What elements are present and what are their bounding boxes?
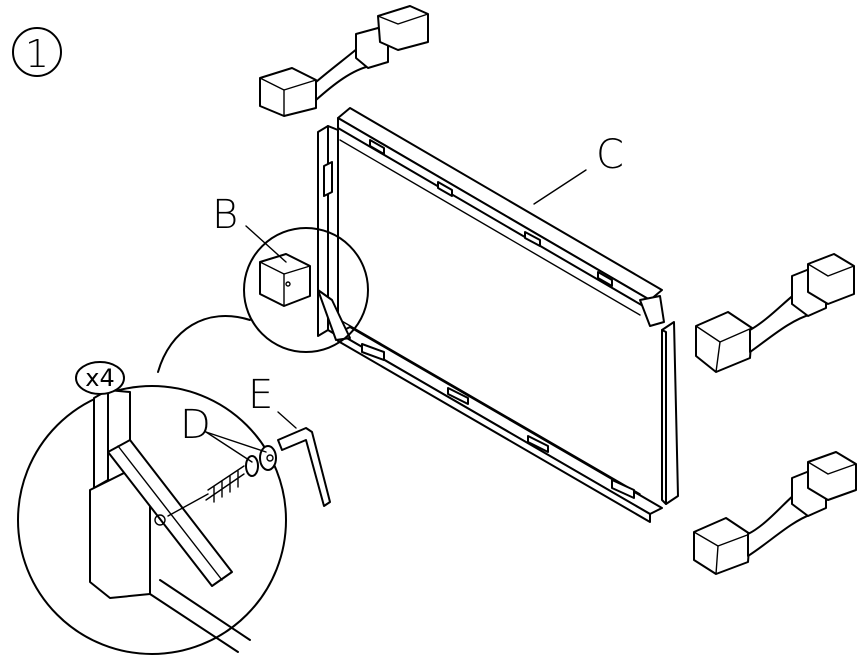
frame-c <box>317 107 679 523</box>
bolt-d <box>167 445 277 517</box>
label-e-leader <box>277 411 297 429</box>
zoom-circle <box>17 385 287 655</box>
label-b-leader <box>245 225 287 263</box>
step-circle <box>12 27 62 77</box>
label-e: E <box>248 372 273 418</box>
step-badge: 1 <box>12 27 62 77</box>
label-c-leader <box>533 169 587 205</box>
detail-b-circle <box>243 227 369 353</box>
detail-b <box>243 227 369 353</box>
quantity-label: x4 <box>85 364 114 392</box>
label-c: C <box>596 132 624 178</box>
zoom-connector <box>157 315 251 373</box>
zoom-detail <box>17 385 287 655</box>
label-d: D <box>180 402 211 448</box>
leg-top <box>259 5 429 117</box>
leg-right-lower <box>693 451 857 575</box>
label-d-leader-1 <box>205 431 253 463</box>
leg-right-upper <box>695 253 855 373</box>
step-number: 1 <box>25 32 49 76</box>
hex-key-e <box>277 427 331 507</box>
label-d-leader-2 <box>205 431 267 453</box>
quantity-badge: x4 <box>75 361 125 395</box>
label-b: B <box>212 192 238 238</box>
